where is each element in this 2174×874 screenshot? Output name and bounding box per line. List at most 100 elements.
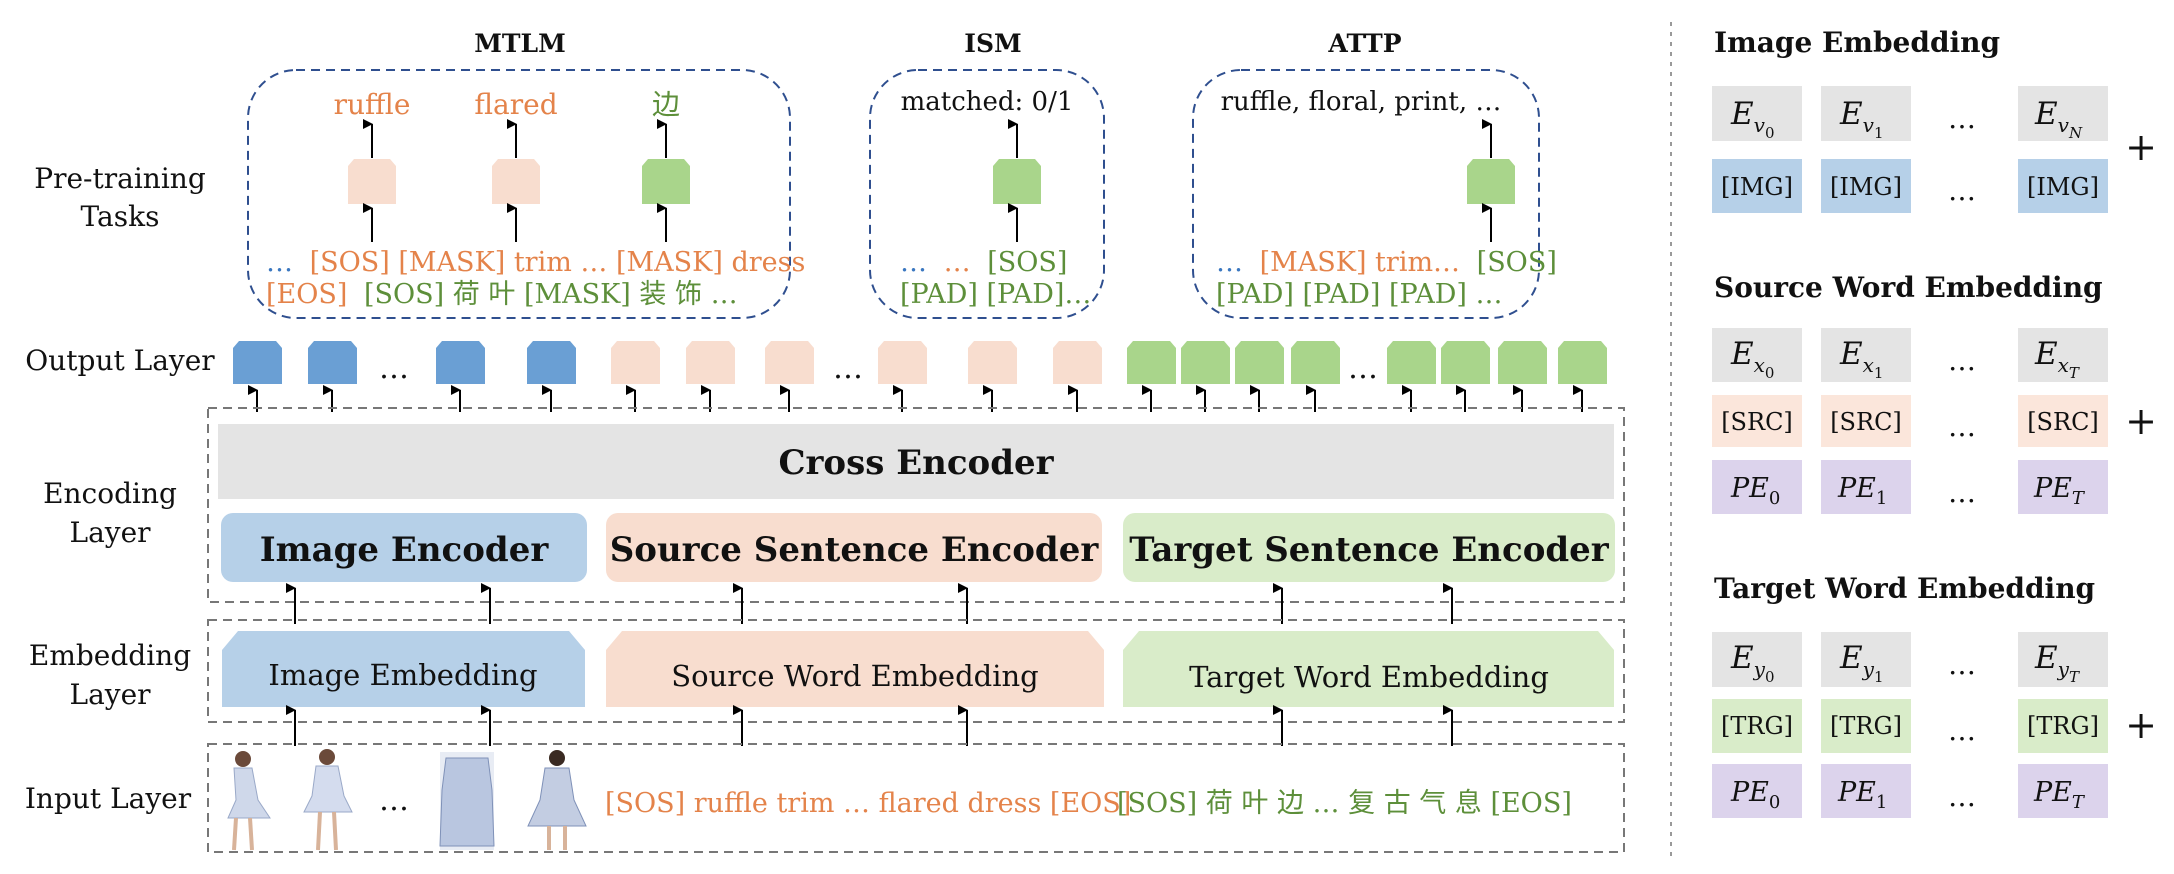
output-cell-image (436, 341, 485, 384)
image-embedding-box (222, 631, 585, 707)
source-embedding-et: ExT (2034, 336, 2080, 382)
target-embedding-pet: PET (2033, 777, 2086, 813)
source-embedding-src-cell (1712, 395, 1802, 447)
attp-input-row1-blue: … (1216, 247, 1243, 278)
ism-box (869, 69, 1105, 319)
target-embedding-pe1: PE1 (1837, 777, 1887, 813)
source-encoder-label: Source Sentence Encoder (610, 530, 1100, 570)
mtlm-input-row2-orange: [EOS] (266, 279, 347, 310)
source-embedding-pe-cell (1821, 460, 1911, 514)
target-embedding-box (1123, 631, 1614, 707)
output-cell-source (878, 341, 927, 384)
image-embedding-e-cell (2018, 86, 2108, 141)
mtlm-input-row2-green: [SOS] 荷 叶 [MASK] 装 饰 … (364, 279, 738, 310)
image-encoder-box (221, 513, 587, 582)
image-embedding-e0: Ev0 (1730, 96, 1775, 142)
dress-image-4 (527, 750, 587, 850)
mtlm-output-cell-2 (492, 159, 540, 204)
image-embedding-en: EvN (2034, 96, 2083, 142)
image-embedding-img-0: [IMG] (1721, 173, 1793, 201)
image-embedding-row1-ellipsis: … (1948, 102, 1976, 135)
output-cell-image (527, 341, 576, 384)
image-embedding-img-cell (2018, 159, 2108, 213)
target-embedding-label: Target Word Embedding (1189, 660, 1549, 694)
output-cell-target (1387, 341, 1436, 384)
embedding-layer-frame (207, 619, 1625, 723)
attp-input-row1-green: [SOS] (1477, 247, 1557, 278)
target-embedding-title: Target Word Embedding (1714, 572, 2095, 605)
attp-title: ATTP (1327, 29, 1401, 58)
task-ism: ISM matched: 0/1 … … [SOS] [PAD] [PAD]… (869, 29, 1105, 319)
target-embedding-pe-cell (2018, 764, 2108, 818)
embedding-layer: Image Embedding Source Word Embedding Ta… (207, 619, 1625, 723)
target-embedding-trg-cell (2018, 699, 2108, 753)
encoding-layer: Cross Encoder Image Encoder Source Sente… (207, 407, 1625, 603)
source-encoder-box (606, 513, 1102, 582)
mtlm-input-row1-orange: [SOS] [MASK] trim … [MASK] dress (310, 247, 806, 278)
source-embedding-title: Source Word Embedding (1714, 271, 2103, 304)
source-embedding-box (606, 631, 1104, 707)
output-target-ellipsis: … (1348, 351, 1378, 386)
output-cell-target (1127, 341, 1176, 384)
target-embedding-e-cell (2018, 632, 2108, 687)
cross-encoder-label: Cross Encoder (778, 443, 1054, 483)
output-cell-source (1053, 341, 1102, 384)
source-embedding-plus: + (2125, 399, 2157, 443)
ism-input-row1-green: [SOS] (987, 247, 1067, 278)
source-embedding-row1-ellipsis: … (1948, 344, 1976, 377)
target-embedding-row1-ellipsis: … (1948, 648, 1976, 681)
source-embedding-src-cell (2018, 395, 2108, 447)
mtlm-input-row1-blue: … (266, 247, 293, 278)
target-embedding-trg-cell (1821, 699, 1911, 753)
ism-input-row1: … … [SOS] (900, 247, 1067, 278)
attp-output-cell (1467, 159, 1515, 204)
source-embedding-pe-cell (2018, 460, 2108, 514)
encoding-layer-label-line2: Layer (69, 516, 151, 549)
image-embedding-row2-ellipsis: … (1948, 174, 1976, 207)
image-embedding-img-cell (1712, 159, 1802, 213)
source-embedding-src-1: [SRC] (1830, 408, 1902, 436)
target-embedding-pe0: PE0 (1730, 777, 1780, 813)
image-embedding-e1: Ev1 (1839, 96, 1884, 142)
output-cell-image (233, 341, 282, 384)
output-image-ellipsis: … (379, 351, 409, 386)
attp-box (1192, 69, 1540, 319)
output-layer: … … … (233, 341, 1607, 386)
source-embedding-pet: PET (2033, 473, 2086, 509)
source-embedding-e-cell (1821, 328, 1911, 382)
mtlm-pred-2: flared (474, 88, 557, 121)
target-embedding-e1: Ey1 (1839, 640, 1884, 686)
attp-input-row1: … [MASK] trim… [SOS] (1216, 247, 1557, 278)
mtlm-input-row2: [EOS] [SOS] 荷 叶 [MASK] 装 饰 … (266, 279, 738, 310)
embedding-layer-label-line1: Embedding (29, 639, 191, 672)
source-embedding-e-cell (1712, 328, 1802, 382)
target-embedding-trg-t: [TRG] (2027, 712, 2099, 740)
output-cell-target (1291, 341, 1340, 384)
image-embedding-img-1: [IMG] (1830, 173, 1902, 201)
mtlm-input-row1: … [SOS] [MASK] trim … [MASK] dress (266, 247, 805, 278)
ism-title: ISM (964, 29, 1021, 58)
output-cell-target (1441, 341, 1490, 384)
ism-input-row1-orange: … (944, 247, 971, 278)
source-embedding-pe1: PE1 (1837, 473, 1887, 509)
source-embedding-e1: Ex1 (1839, 336, 1883, 382)
attp-input-row1-orange: [MASK] trim… (1260, 247, 1460, 278)
source-embedding-e-cell (2018, 328, 2108, 382)
output-cell-source (765, 341, 814, 384)
target-embedding-e-cell (1712, 632, 1802, 687)
encoding-layer-frame (207, 407, 1625, 603)
attp-prediction: ruffle, floral, print, … (1221, 87, 1502, 117)
target-embedding-row3-ellipsis: … (1948, 780, 1976, 813)
source-embedding-src-cell (1821, 395, 1911, 447)
mtlm-title: MTLM (474, 29, 566, 58)
target-embedding-trg-cell (1712, 699, 1802, 753)
source-embedding-legend: Source Word Embedding Ex0 Ex1 … ExT [SRC… (1712, 271, 2157, 514)
source-embedding-row2-ellipsis: … (1948, 410, 1976, 443)
source-embedding-pe0: PE0 (1730, 473, 1780, 509)
mtlm-output-cell-1 (348, 159, 396, 204)
input-source-text: [SOS] ruffle trim … flared dress [EOS] (605, 788, 1131, 819)
image-embedding-e-cell (1712, 86, 1802, 141)
target-embedding-et: EyT (2034, 640, 2080, 686)
embedding-arrows (286, 705, 1453, 746)
